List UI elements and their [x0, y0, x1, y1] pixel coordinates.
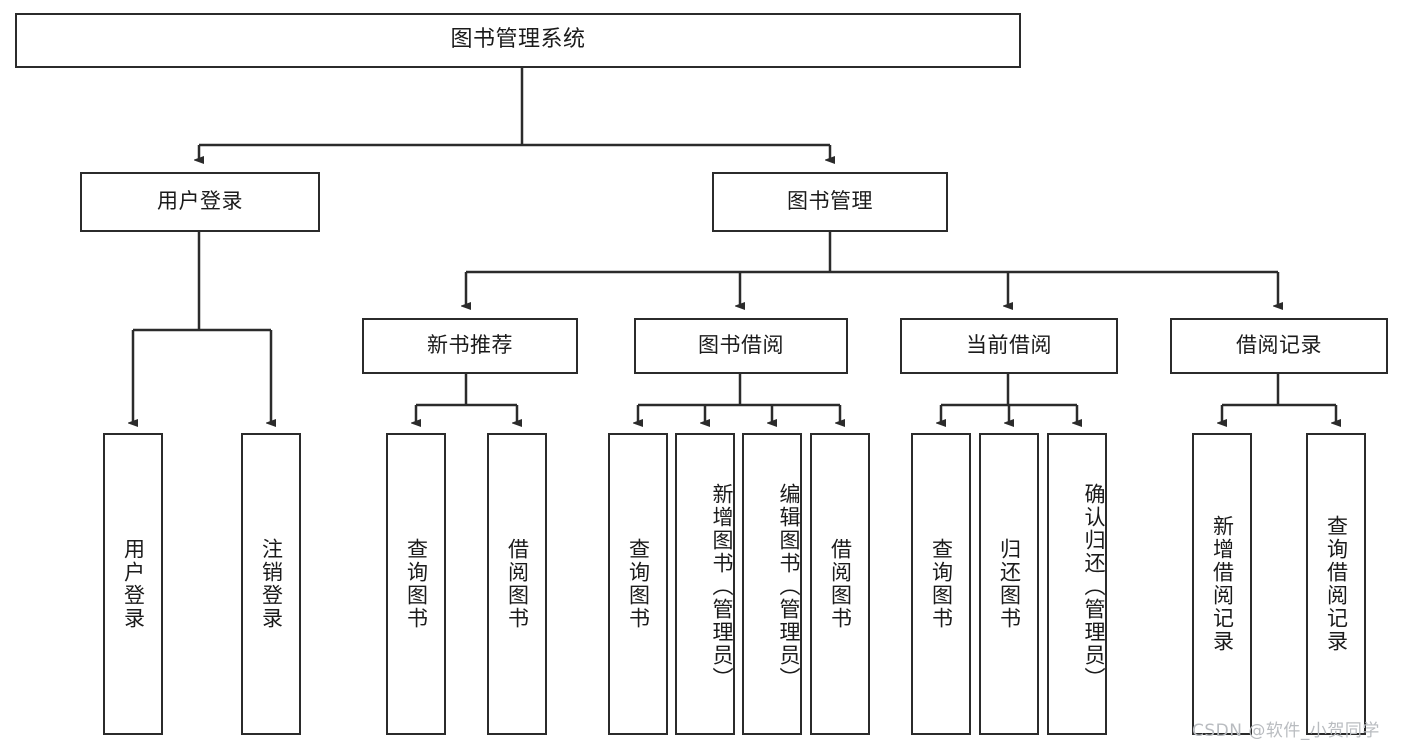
leaf-borrow-record-query[interactable]: 查询借阅记录 — [1306, 433, 1366, 735]
leaf-current-borrow-confirm[interactable]: 确认归还（管理员） — [1047, 433, 1107, 735]
leaf-user-login-login[interactable]: 用户登录 — [103, 433, 163, 735]
leaf-new-book-query[interactable]: 查询图书 — [386, 433, 446, 735]
leaf-book-borrow-add[interactable]: 新增图书（管理员） — [675, 433, 735, 735]
leaf-current-borrow-query[interactable]: 查询图书 — [911, 433, 971, 735]
node-book-manage[interactable]: 图书管理 — [712, 172, 948, 232]
node-root-system[interactable]: 图书管理系统 — [15, 13, 1021, 68]
node-new-book-recommend[interactable]: 新书推荐 — [362, 318, 578, 374]
leaf-borrow-record-add[interactable]: 新增借阅记录 — [1192, 433, 1252, 735]
leaf-new-book-borrow[interactable]: 借阅图书 — [487, 433, 547, 735]
leaf-current-borrow-return[interactable]: 归还图书 — [979, 433, 1039, 735]
leaf-book-borrow-borrow[interactable]: 借阅图书 — [810, 433, 870, 735]
leaf-book-borrow-edit[interactable]: 编辑图书（管理员） — [742, 433, 802, 735]
node-book-borrow[interactable]: 图书借阅 — [634, 318, 848, 374]
leaf-book-borrow-query[interactable]: 查询图书 — [608, 433, 668, 735]
csdn-watermark: CSDN @软件_小贺同学 — [1192, 721, 1380, 741]
node-borrow-record[interactable]: 借阅记录 — [1170, 318, 1388, 374]
node-current-borrow[interactable]: 当前借阅 — [900, 318, 1118, 374]
leaf-user-login-logout[interactable]: 注销登录 — [241, 433, 301, 735]
node-user-login[interactable]: 用户登录 — [80, 172, 320, 232]
